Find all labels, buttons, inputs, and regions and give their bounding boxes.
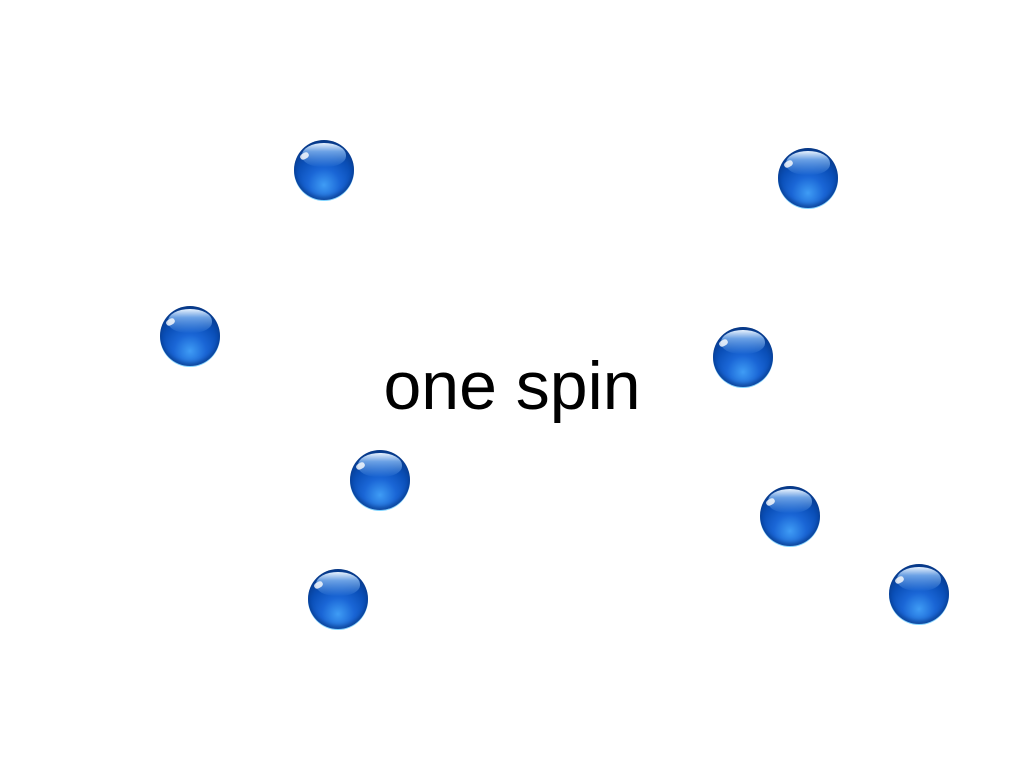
blue-ball-icon: [350, 450, 410, 510]
blue-ball-icon: [713, 327, 773, 387]
blue-ball-icon: [160, 306, 220, 366]
blue-ball-icon: [308, 569, 368, 629]
blue-ball-icon: [760, 486, 820, 546]
blue-ball-icon: [889, 564, 949, 624]
blue-ball-icon: [294, 140, 354, 200]
slide-caption: one spin: [383, 348, 641, 424]
blue-ball-icon: [778, 148, 838, 208]
